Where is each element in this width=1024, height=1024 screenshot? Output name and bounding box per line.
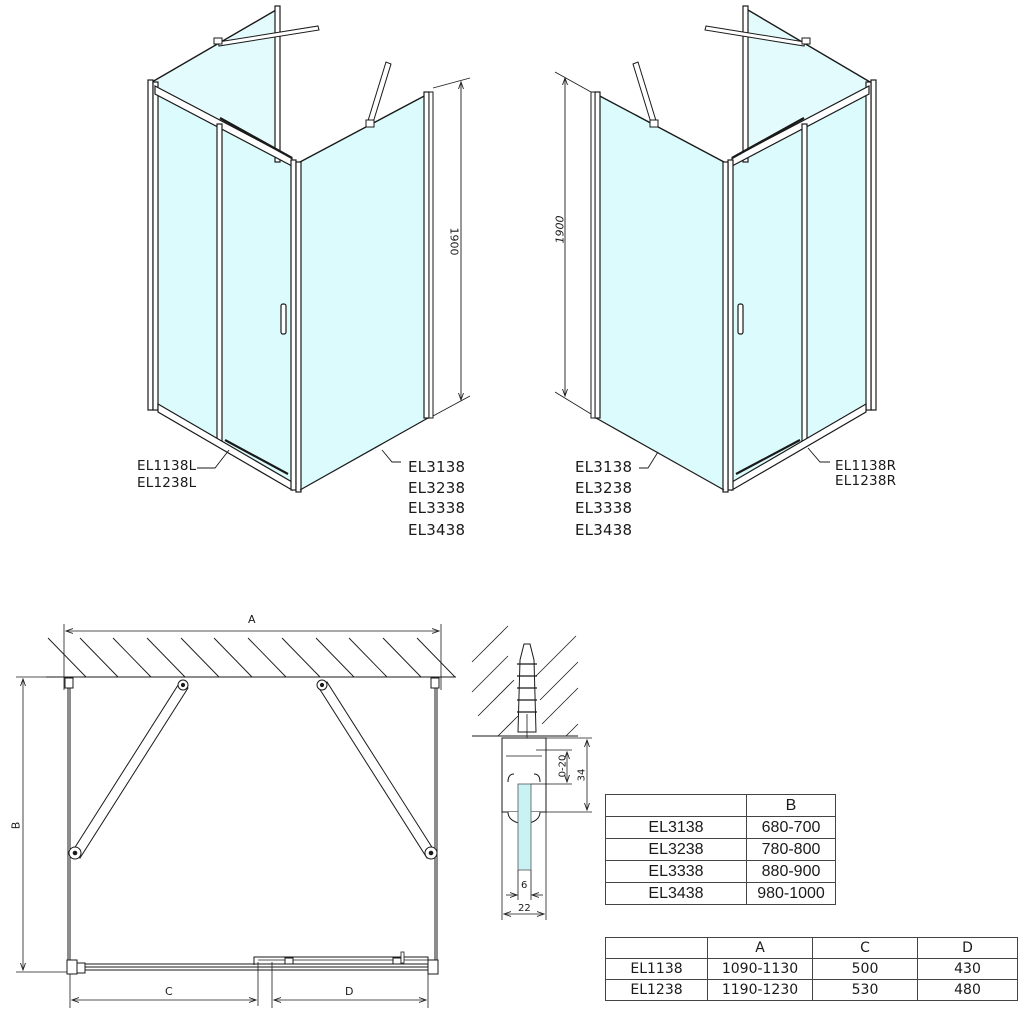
table-cell: 880-900 — [746, 860, 836, 883]
plan-view — [16, 624, 456, 1008]
left-door-label-1: EL1138L — [137, 458, 197, 474]
table-row: EL3238 780-800 — [605, 838, 836, 861]
table-cell: 1090-1130 — [707, 958, 813, 980]
right-side-label-1: EL3138 — [575, 458, 633, 476]
table-header-cell — [605, 794, 747, 817]
right-side-label-3: EL3338 — [575, 499, 633, 517]
table-cell: EL1138 — [605, 958, 708, 980]
table-cell: EL3438 — [605, 882, 747, 905]
left-side-label-3: EL3338 — [408, 499, 466, 517]
table-row: EL3138 680-700 — [605, 816, 836, 839]
side-panel-spec-table: B EL3138 680-700 EL3238 780-800 EL3338 8… — [605, 794, 836, 905]
right-height-dimension: 1900 — [553, 215, 567, 244]
table-row: EL3438 980-1000 — [605, 882, 836, 905]
table-cell: 1190-1230 — [707, 979, 813, 1001]
left-side-label-4: EL3438 — [408, 521, 466, 539]
profile-height: 34 — [576, 768, 588, 782]
glass-thickness: 6 — [521, 880, 528, 891]
left-side-label-2: EL3238 — [408, 479, 466, 497]
table-row: EL1238 1190-1230 530 480 — [605, 979, 1018, 1001]
door-spec-table: A C D EL1138 1090-1130 500 430 EL1238 11… — [605, 937, 1018, 1001]
table-header-cell: B — [746, 794, 836, 817]
profile-adjust-range: 0-20 — [557, 754, 569, 778]
table-cell: 430 — [917, 958, 1018, 980]
profile-section-detail — [471, 625, 592, 920]
table-header-cell: D — [917, 937, 1018, 959]
plan-dimension-a: A — [248, 613, 256, 626]
table-cell: EL1238 — [605, 979, 708, 1001]
table-cell: 480 — [917, 979, 1018, 1001]
left-door-label-2: EL1238L — [137, 475, 197, 491]
table-header-cell: C — [812, 937, 918, 959]
profile-width: 22 — [518, 903, 531, 914]
table-header-row: A C D — [605, 937, 1018, 959]
table-cell: EL3338 — [605, 860, 747, 883]
table-row: EL1138 1090-1130 500 430 — [605, 958, 1018, 980]
right-side-label-4: EL3438 — [575, 521, 633, 539]
table-header-cell — [605, 937, 708, 959]
right-door-label-1: EL1138R — [835, 458, 897, 474]
right-side-label-2: EL3238 — [575, 479, 633, 497]
table-cell: 530 — [812, 979, 918, 1001]
plan-dimension-d: D — [345, 985, 354, 998]
isometric-view-left — [147, 5, 471, 493]
table-cell: EL3238 — [605, 838, 747, 861]
isometric-view-right — [554, 5, 877, 493]
table-row: EL3338 880-900 — [605, 860, 836, 883]
table-cell: 680-700 — [746, 816, 836, 839]
table-cell: EL3138 — [605, 816, 747, 839]
left-side-label-1: EL3138 — [408, 458, 466, 476]
table-header-row: B — [605, 794, 836, 817]
right-door-label-2: EL1238R — [835, 473, 897, 489]
left-height-dimension: 1900 — [447, 227, 461, 256]
table-cell: 780-800 — [746, 838, 836, 861]
table-header-cell: A — [707, 937, 813, 959]
plan-dimension-c: C — [165, 985, 173, 998]
plan-dimension-b: B — [9, 821, 23, 830]
table-cell: 980-1000 — [746, 882, 836, 905]
table-cell: 500 — [812, 958, 918, 980]
